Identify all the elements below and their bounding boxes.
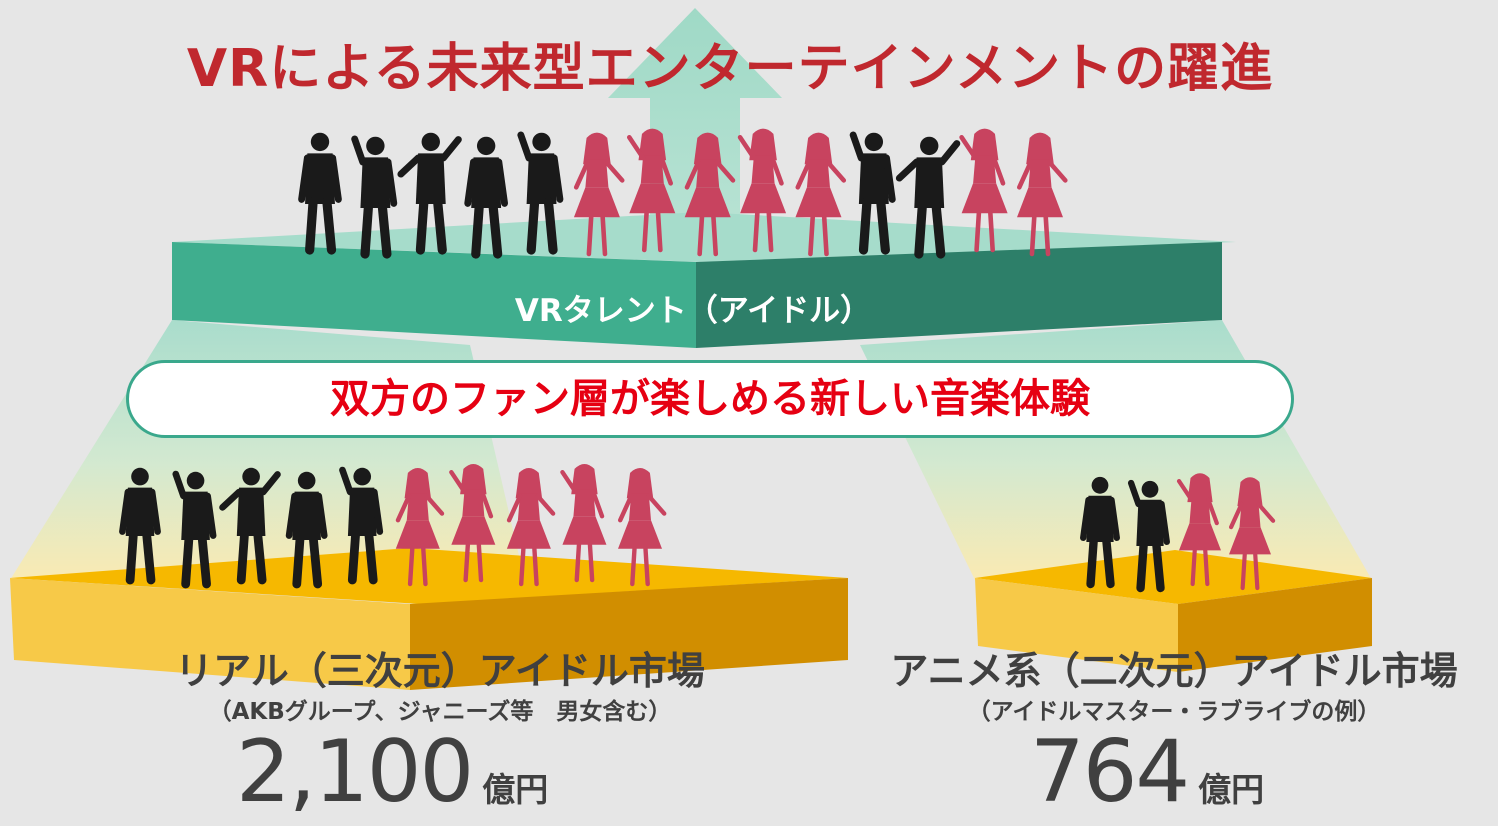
anime-market-subtitle: （アイドルマスター・ラブライブの例） [967, 699, 1381, 725]
vr-male-silhouette-icon [517, 131, 564, 255]
real-male-silhouette-icon [285, 471, 328, 589]
real-male-silhouette-icon [119, 467, 161, 585]
anime-market-amount: 764 [1030, 722, 1190, 822]
vr-male-silhouette-icon [464, 136, 509, 259]
vr-male-silhouette-icon [351, 135, 398, 259]
anime-idol-silhouettes [1080, 473, 1276, 593]
banner-box [126, 360, 1294, 438]
real-market-unit: 億円 [482, 770, 549, 809]
real-female-silhouette-icon [560, 463, 607, 583]
anime-platform-front [975, 578, 1178, 672]
anime-market-unit: 億円 [1198, 770, 1265, 809]
vr-female-silhouette-icon [959, 128, 1008, 253]
anime-male-silhouette-icon [1127, 479, 1170, 593]
real-market-subtitle: （AKBグループ、ジャニーズ等 男女含む） [208, 699, 672, 725]
vr-female-silhouette-icon [737, 128, 787, 253]
anime-female-silhouette-icon [1176, 473, 1221, 587]
banner-text: 双方のファン層が楽しめる新しい音楽体験 [330, 376, 1090, 422]
anime-male-silhouette-icon [1080, 476, 1120, 589]
real-male-silhouette-icon [339, 466, 384, 585]
vr-talent-silhouettes [298, 128, 1068, 259]
real-idol-silhouettes [119, 463, 667, 589]
real-idol-platform [10, 548, 848, 690]
real-female-silhouette-icon [449, 463, 496, 583]
anime-female-silhouette-icon [1229, 477, 1276, 591]
vr-male-silhouette-icon [298, 132, 342, 255]
vr-female-silhouette-icon [573, 132, 625, 257]
anime-market-name: アニメ系（二次元）アイドル市場 [890, 649, 1458, 693]
anime-platform-side [1178, 578, 1372, 672]
vr-female-silhouette-icon [1017, 132, 1068, 257]
vr-platform-side [696, 242, 1222, 348]
vr-male-silhouette-icon [849, 131, 896, 255]
vr-platform-front [172, 242, 696, 348]
real-market-amount: 2,100 [236, 722, 474, 822]
anime-platform-top [975, 550, 1372, 604]
real-market-name: リアル（三次元）アイドル市場 [175, 649, 705, 693]
vr-female-silhouette-icon [684, 132, 736, 257]
vr-female-silhouette-icon [795, 132, 847, 257]
real-platform-front [10, 578, 410, 690]
vr-talent-label: VRタレント（アイドル） [514, 293, 872, 329]
vr-male-silhouette-icon [895, 136, 961, 259]
real-platform-side [410, 578, 848, 690]
real-male-silhouette-icon [172, 470, 217, 589]
real-female-silhouette-icon [395, 467, 445, 587]
beam-left [10, 320, 520, 580]
page-title: VRによる未来型エンターテインメントの躍進 [186, 39, 1274, 99]
real-female-silhouette-icon [506, 467, 556, 587]
real-female-silhouette-icon [617, 467, 667, 587]
vr-male-silhouette-icon [397, 132, 462, 255]
real-platform-top [10, 548, 848, 604]
vr-female-silhouette-icon [627, 128, 676, 253]
beam-right [860, 320, 1372, 580]
real-male-silhouette-icon [219, 467, 281, 585]
anime-idol-platform [975, 550, 1372, 672]
